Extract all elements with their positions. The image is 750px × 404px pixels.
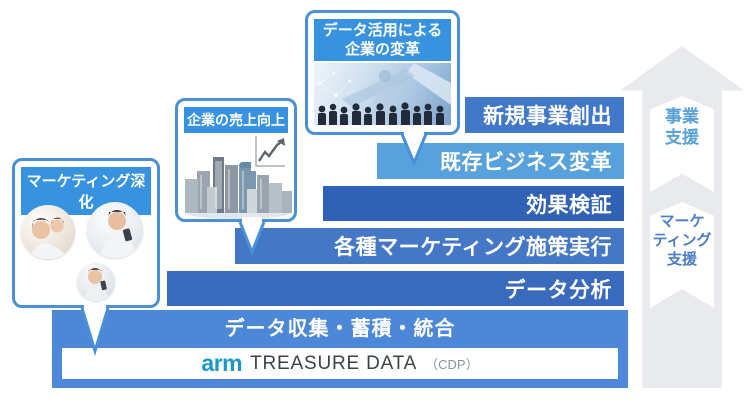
bar-new-business-creation: 新規事業創出 (465, 97, 624, 133)
callout-top-title: データ活用による 企業の変革 (314, 19, 451, 61)
bar-data-analysis: データ分析 (167, 271, 624, 306)
business-support-line: 事業 (665, 107, 699, 126)
marketing-support-line: 支援 (666, 251, 697, 268)
support-arrow: 事業 支援 マーケ ティング 支援 (620, 46, 744, 388)
bar-effect-verification: 効果検証 (323, 186, 624, 221)
customer-photo-3 (77, 263, 115, 301)
callout-middle-tail (238, 217, 266, 257)
marketing-support-label: マーケ ティング 支援 (638, 212, 726, 269)
business-support-line: 支援 (665, 128, 699, 147)
treasure-data-logo-bar: arm TREASURE DATA （CDP） (62, 348, 618, 379)
customer-photo-2 (87, 202, 143, 258)
marketing-support-line: マーケ (659, 213, 705, 230)
people-silhouettes-image (314, 63, 451, 125)
callout-data-driven-transformation: データ活用による 企業の変革 (305, 10, 460, 135)
arm-logo: arm (201, 350, 243, 376)
data-collection-label: データ収集・蓄積・統合 (224, 318, 456, 340)
cdp-suffix: （CDP） (425, 357, 479, 372)
silhouettes-graphic (318, 63, 451, 125)
bar-data-collection-platform: データ収集・蓄積・統合 arm TREASURE DATA （CDP） (52, 310, 628, 388)
customer-photo-1 (21, 205, 75, 259)
bar-marketing-execution: 各種マーケティング施策実行 (235, 228, 624, 264)
callout-middle-title: 企業の売上向上 (184, 107, 288, 133)
marketing-support-line: ティング (652, 232, 712, 249)
treasure-data-wordmark: TREASURE DATA (250, 353, 418, 374)
callout-top-title-line: 企業の変革 (344, 41, 420, 58)
city-buildings-image (183, 153, 292, 219)
callout-marketing-deepening: マーケティング深化 (12, 158, 160, 308)
callout-sales-growth: 企業の売上向上 (175, 98, 297, 222)
callout-left-tail (80, 303, 110, 357)
callout-top-tail (400, 130, 428, 167)
callout-top-title-line: データ活用による (322, 22, 443, 39)
growth-chart-icon (251, 133, 288, 171)
business-support-label: 事業 支援 (638, 106, 726, 148)
bar-existing-business-transformation: 既存ビジネス変革 (377, 143, 624, 179)
